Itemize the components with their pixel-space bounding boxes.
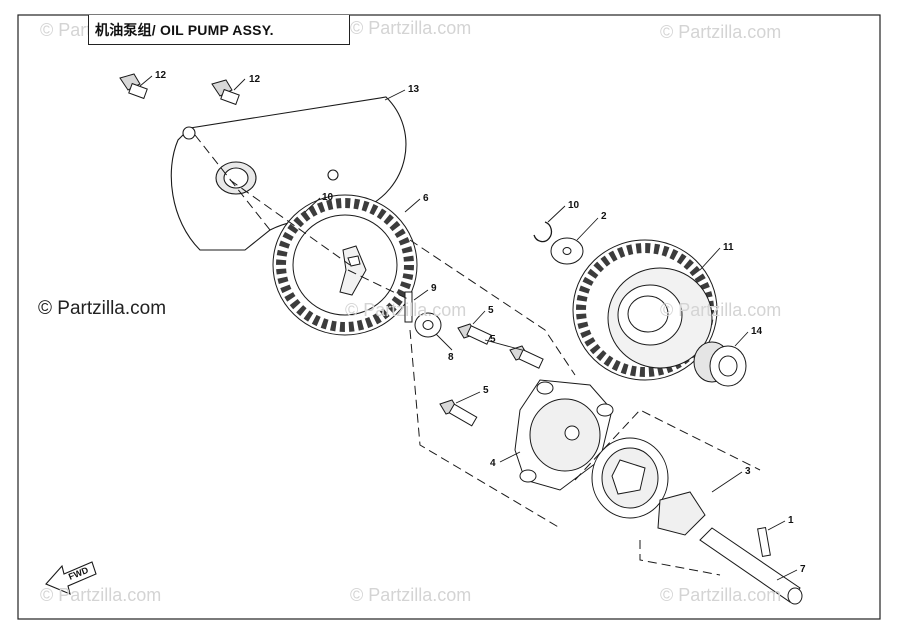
- callout-13: 13: [408, 84, 420, 95]
- copyright-notice: © Partzilla.com: [38, 298, 167, 319]
- callout-10b: 10: [568, 200, 580, 211]
- callout-12a: 12: [155, 70, 167, 81]
- diagram-border: [17, 14, 881, 620]
- callout-4: 4: [490, 458, 496, 469]
- part-12-bolt-b: [211, 79, 240, 106]
- watermark: © Partzilla.com: [350, 18, 472, 38]
- callout-8: 8: [448, 352, 454, 363]
- callout-14: 14: [751, 326, 763, 337]
- watermark: © Partzilla.com: [660, 585, 782, 605]
- callout-6: 6: [423, 193, 429, 204]
- callout-12b: 12: [249, 74, 261, 85]
- part-5-bolt-a: [457, 323, 492, 345]
- watermark: © Partzilla.com: [40, 585, 162, 605]
- callout-5b: 5: [490, 334, 496, 345]
- part-11-driven-gear: [572, 239, 718, 381]
- part-9-pin: [404, 291, 413, 323]
- part-2-washer: [550, 237, 584, 265]
- part-4-pump-body: [514, 379, 614, 491]
- callout-10a: 10: [322, 192, 334, 203]
- assembly-guide-lines: [194, 134, 761, 576]
- callout-9: 9: [431, 283, 437, 294]
- watermark: © Partzilla.com: [660, 22, 782, 42]
- watermark: © Partzilla.com: [345, 300, 467, 320]
- part-8-washer: [414, 312, 442, 338]
- leader-lines: [139, 75, 798, 581]
- callout-2: 2: [601, 211, 607, 222]
- callout-7: 7: [800, 564, 806, 575]
- part-12-bolt-a: [119, 73, 148, 100]
- callout-1: 1: [788, 515, 794, 526]
- part-3-rotor-set: [591, 437, 706, 536]
- callout-3: 3: [745, 466, 751, 477]
- callout-5a: 5: [488, 305, 494, 316]
- fwd-arrow-icon: [45, 561, 97, 595]
- part-10-circlip-right: [533, 221, 553, 243]
- callout-5c: 5: [483, 385, 489, 396]
- diagram-title: 机油泵组/ OIL PUMP ASSY.: [88, 15, 350, 45]
- watermark: © Partzilla.com: [350, 585, 472, 605]
- part-7-shaft: [699, 527, 803, 605]
- part-6-large-gear: [272, 194, 418, 336]
- watermark: © Partzilla.com: [660, 300, 782, 320]
- callout-11: 11: [723, 242, 734, 253]
- part-13-cover-plate: [170, 96, 407, 251]
- part-1-pin: [757, 526, 771, 558]
- part-14-bearing: [693, 341, 747, 387]
- part-5-bolt-c: [439, 399, 478, 427]
- part-5-bolt-b: [509, 345, 544, 369]
